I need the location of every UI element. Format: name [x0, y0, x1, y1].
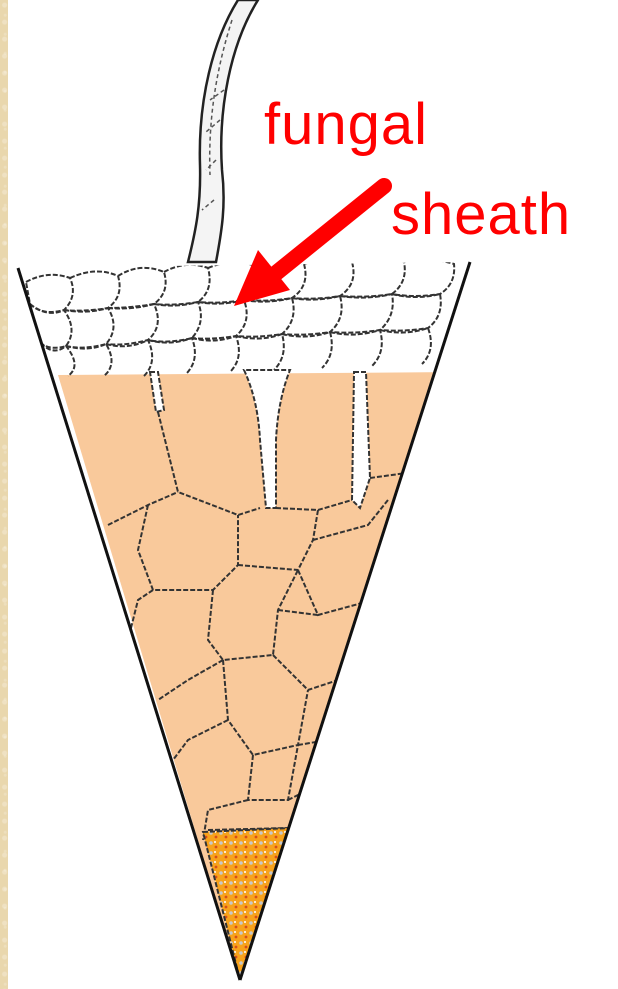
sheath-region [8, 255, 488, 375]
label-fungal: fungal [264, 96, 428, 154]
hypha-strand [188, 0, 258, 262]
label-sheath: sheath [391, 186, 571, 244]
diagram-figure: fungal sheath [8, 0, 618, 989]
